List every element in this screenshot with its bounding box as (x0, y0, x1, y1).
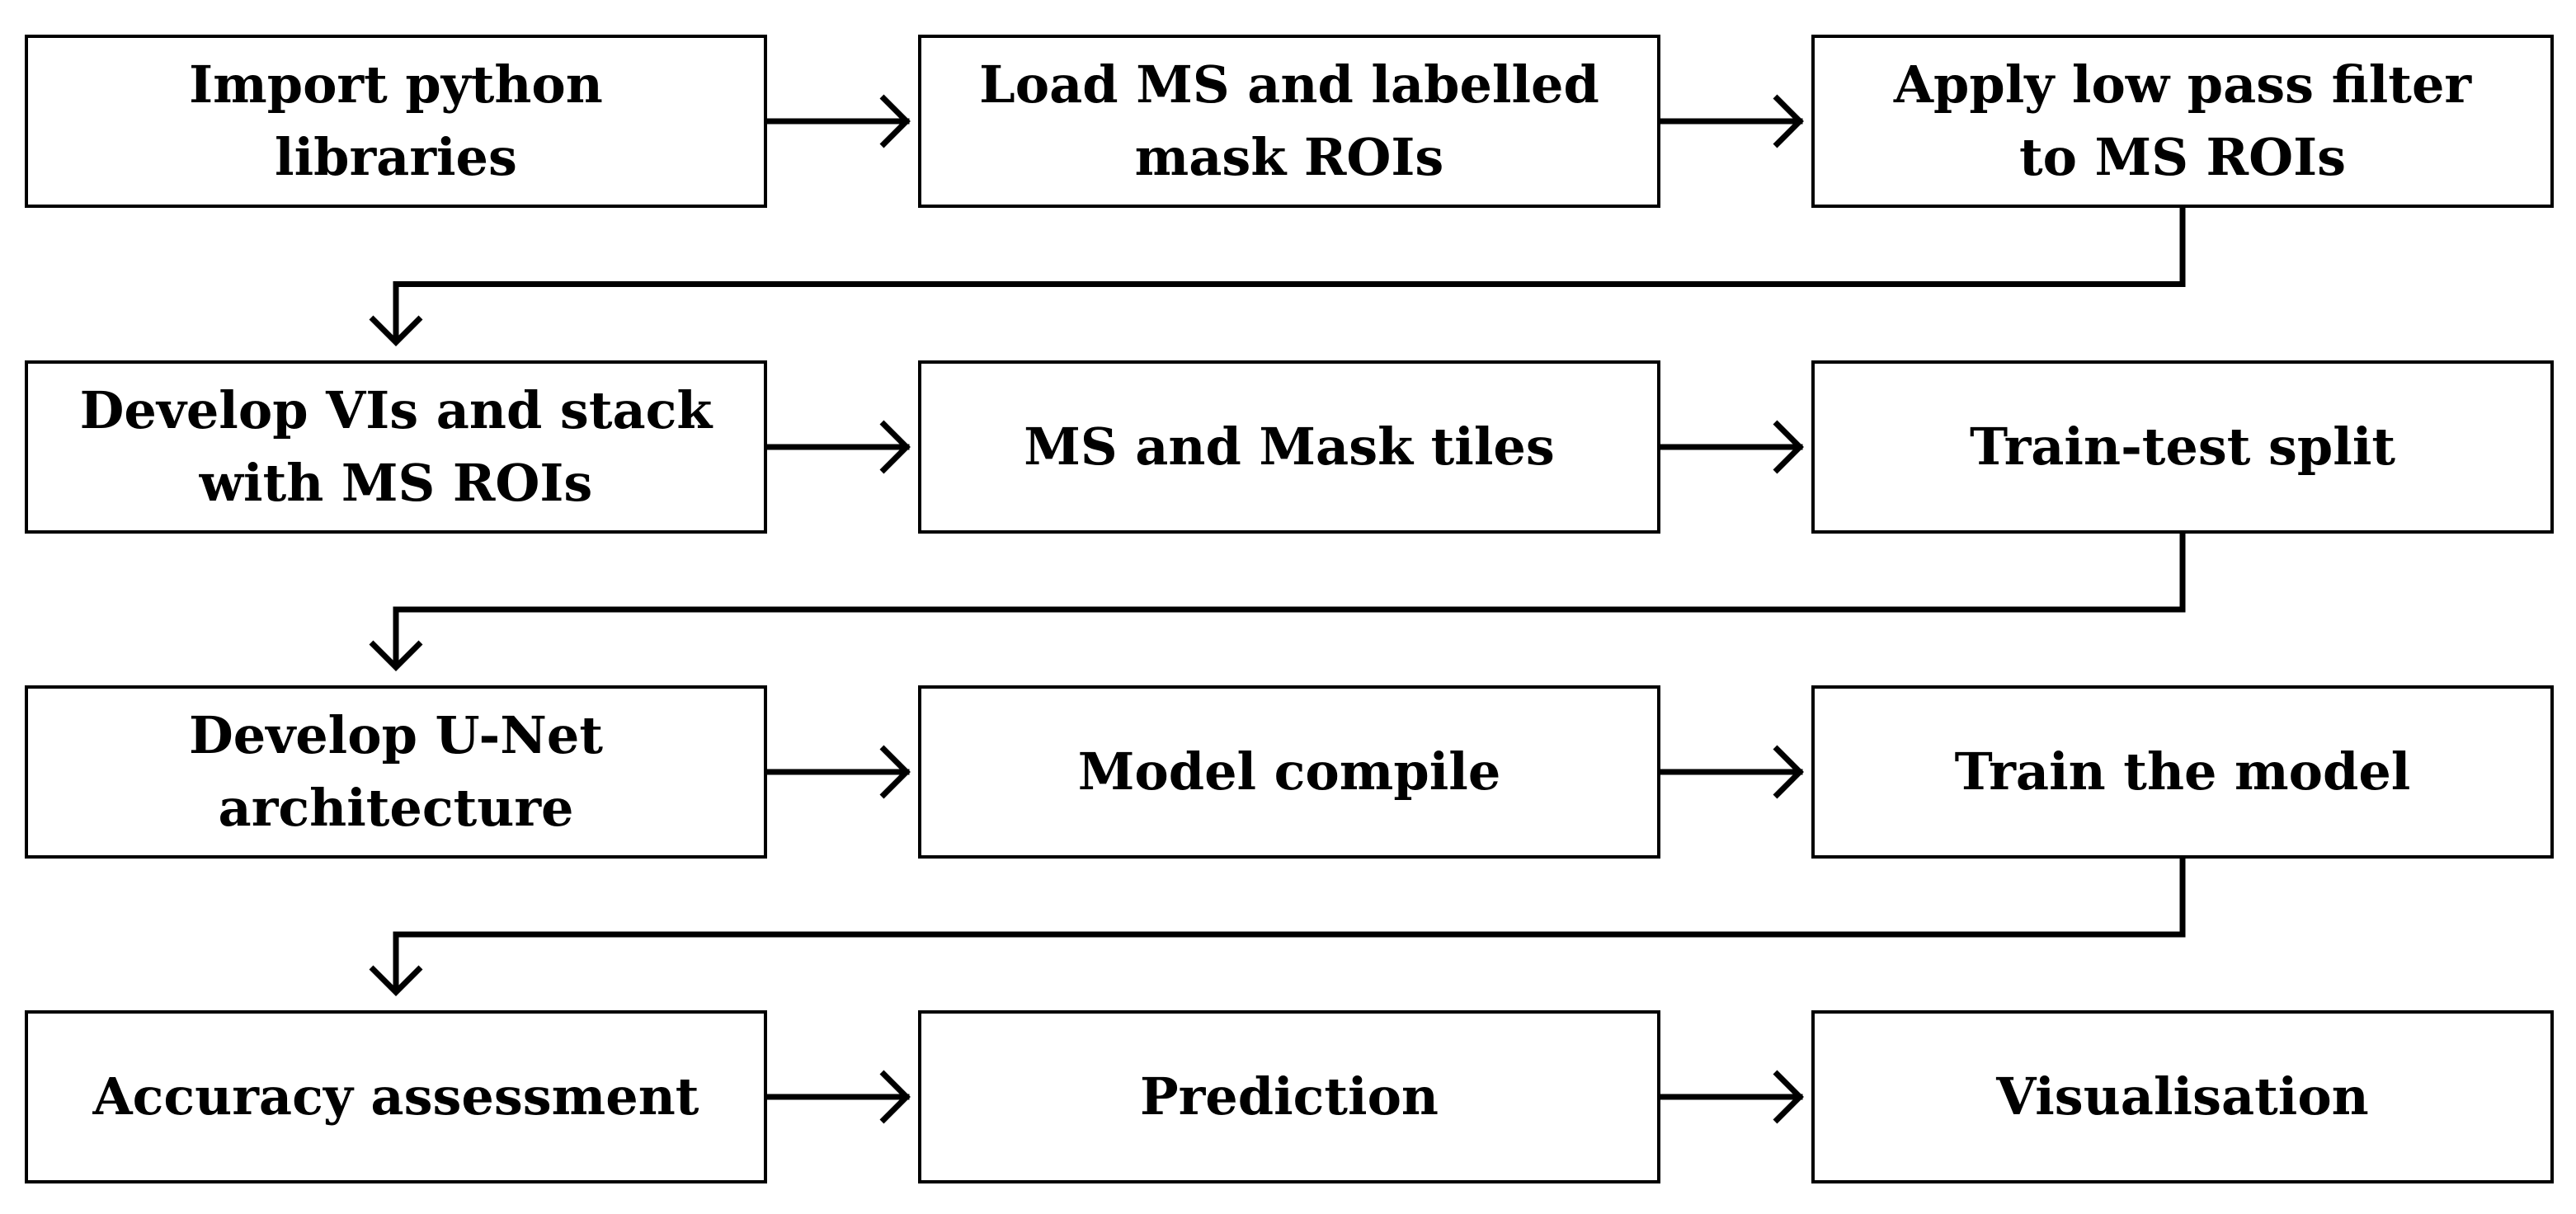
step-label: MS and Mask tiles (1024, 416, 1555, 477)
arrowhead (879, 420, 911, 474)
elbow-connector (393, 208, 2186, 342)
elbow-connector (393, 534, 2186, 667)
step-model-compile: Model compile (918, 685, 1660, 859)
arrowhead (1773, 1070, 1804, 1124)
step-train-the-model: Train the model (1811, 685, 2554, 859)
step-label: Train-test split (1969, 416, 2396, 477)
arrowhead (879, 94, 911, 148)
step-label: Visualisation (1996, 1066, 2369, 1127)
arrowhead (1773, 420, 1804, 474)
elbow-connector (393, 859, 2186, 992)
step-label: Train the model (1954, 741, 2411, 802)
step-train-test-split: Train-test split (1811, 360, 2554, 534)
arrowhead (879, 745, 911, 799)
step-accuracy-assessment: Accuracy assessment (25, 1010, 767, 1183)
arrowhead (879, 1070, 911, 1124)
step-label: Accuracy assessment (92, 1066, 699, 1127)
step-label: Model compile (1077, 741, 1501, 802)
arrowhead (1773, 94, 1804, 148)
step-visualisation: Visualisation (1811, 1010, 2554, 1183)
step-label: Prediction (1139, 1066, 1439, 1127)
step-prediction: Prediction (918, 1010, 1660, 1183)
arrowhead (369, 315, 423, 346)
arrowhead (1773, 745, 1804, 799)
arrowhead (369, 640, 423, 671)
step-ms-and-mask-tiles: MS and Mask tiles (918, 360, 1660, 534)
arrowhead (369, 965, 423, 996)
